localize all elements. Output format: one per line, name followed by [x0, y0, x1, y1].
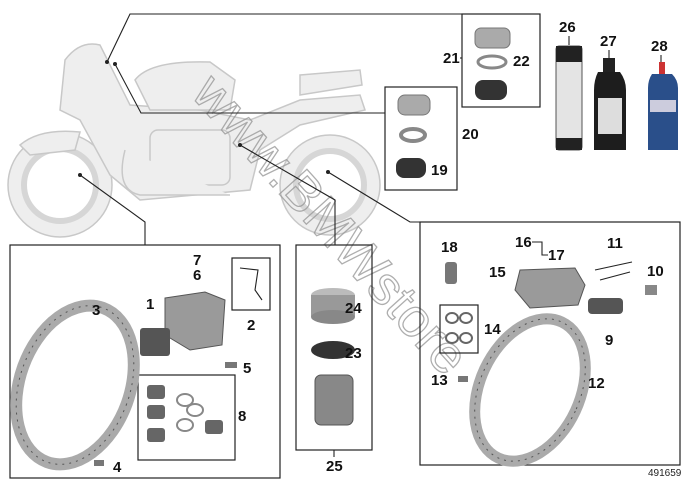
reservoir-kit-box-21: [461, 13, 541, 108]
label-18: 18: [441, 239, 458, 256]
label-23: 23: [345, 345, 362, 362]
front-brake-box: [9, 244, 281, 479]
label-13: 13: [431, 372, 448, 389]
label-3: 3: [92, 302, 100, 319]
label-17: 17: [548, 247, 565, 264]
bleeder-cap-icon: [445, 262, 457, 284]
label-21: 21: [443, 50, 460, 67]
label-2: 2: [247, 317, 255, 334]
label-12: 12: [588, 375, 605, 392]
label-28: 28: [651, 38, 668, 55]
pad-spring-rear-icon: [594, 261, 633, 281]
bolt-13-icon: [458, 376, 468, 382]
label-10: 10: [647, 263, 664, 280]
piston-kit-box-8: [137, 374, 236, 461]
label-27: 27: [600, 33, 617, 50]
brake-pad-rear-icon: [588, 298, 623, 314]
label-25: 25: [326, 458, 343, 475]
label-19: 19: [431, 162, 448, 179]
spray-can-icon: [555, 45, 583, 151]
label-24: 24: [345, 300, 362, 317]
label-22: 22: [513, 53, 530, 70]
reservoir-cap-icon: [474, 27, 511, 100]
brake-disc-front-icon: [10, 299, 140, 471]
label-9: 9: [605, 332, 613, 349]
label-4: 4: [113, 459, 122, 476]
label-15: 15: [489, 264, 506, 281]
pad-pin-icon: [645, 285, 657, 295]
reservoir-kit-box-20: [384, 86, 458, 191]
brake-disc-rear-icon: [469, 313, 591, 467]
pad-spring-icon: [239, 267, 263, 301]
label-14: 14: [484, 321, 501, 338]
label-5: 5: [243, 360, 251, 377]
reference-number: 491659: [648, 468, 682, 479]
seal-rings-icon: [445, 312, 473, 344]
label-1: 1: [146, 296, 154, 313]
label-8: 8: [238, 408, 246, 425]
brake-caliper-rear-icon: [514, 267, 586, 309]
brake-caliper-front-icon: [140, 291, 226, 356]
label-26: 26: [559, 19, 576, 36]
label-16: 16: [515, 234, 532, 251]
fluid-bottle-blue-icon: [648, 62, 678, 150]
label-20: 20: [462, 126, 479, 143]
part-labels: 21 22 20 19 26 27 28 3 1 7 6 2 5 8 4 24 …: [92, 19, 682, 479]
bolt-5-icon: [225, 362, 237, 368]
seal-kit-box-14: [439, 304, 479, 354]
rear-reservoir-icon: [311, 288, 355, 426]
reservoir-cap-small-icon: [396, 94, 431, 178]
label-11: 11: [607, 235, 623, 252]
bolt-4-icon: [94, 460, 104, 466]
rear-brake-box: [419, 221, 681, 466]
piston-set-icon: [147, 385, 223, 442]
label-7: 7: [193, 252, 201, 269]
pad-spring-box-2: [231, 257, 271, 311]
label-6: 6: [193, 267, 201, 284]
brake-fluid-bottle-icon: [594, 58, 626, 150]
motorcycle-illustration: [7, 43, 381, 238]
